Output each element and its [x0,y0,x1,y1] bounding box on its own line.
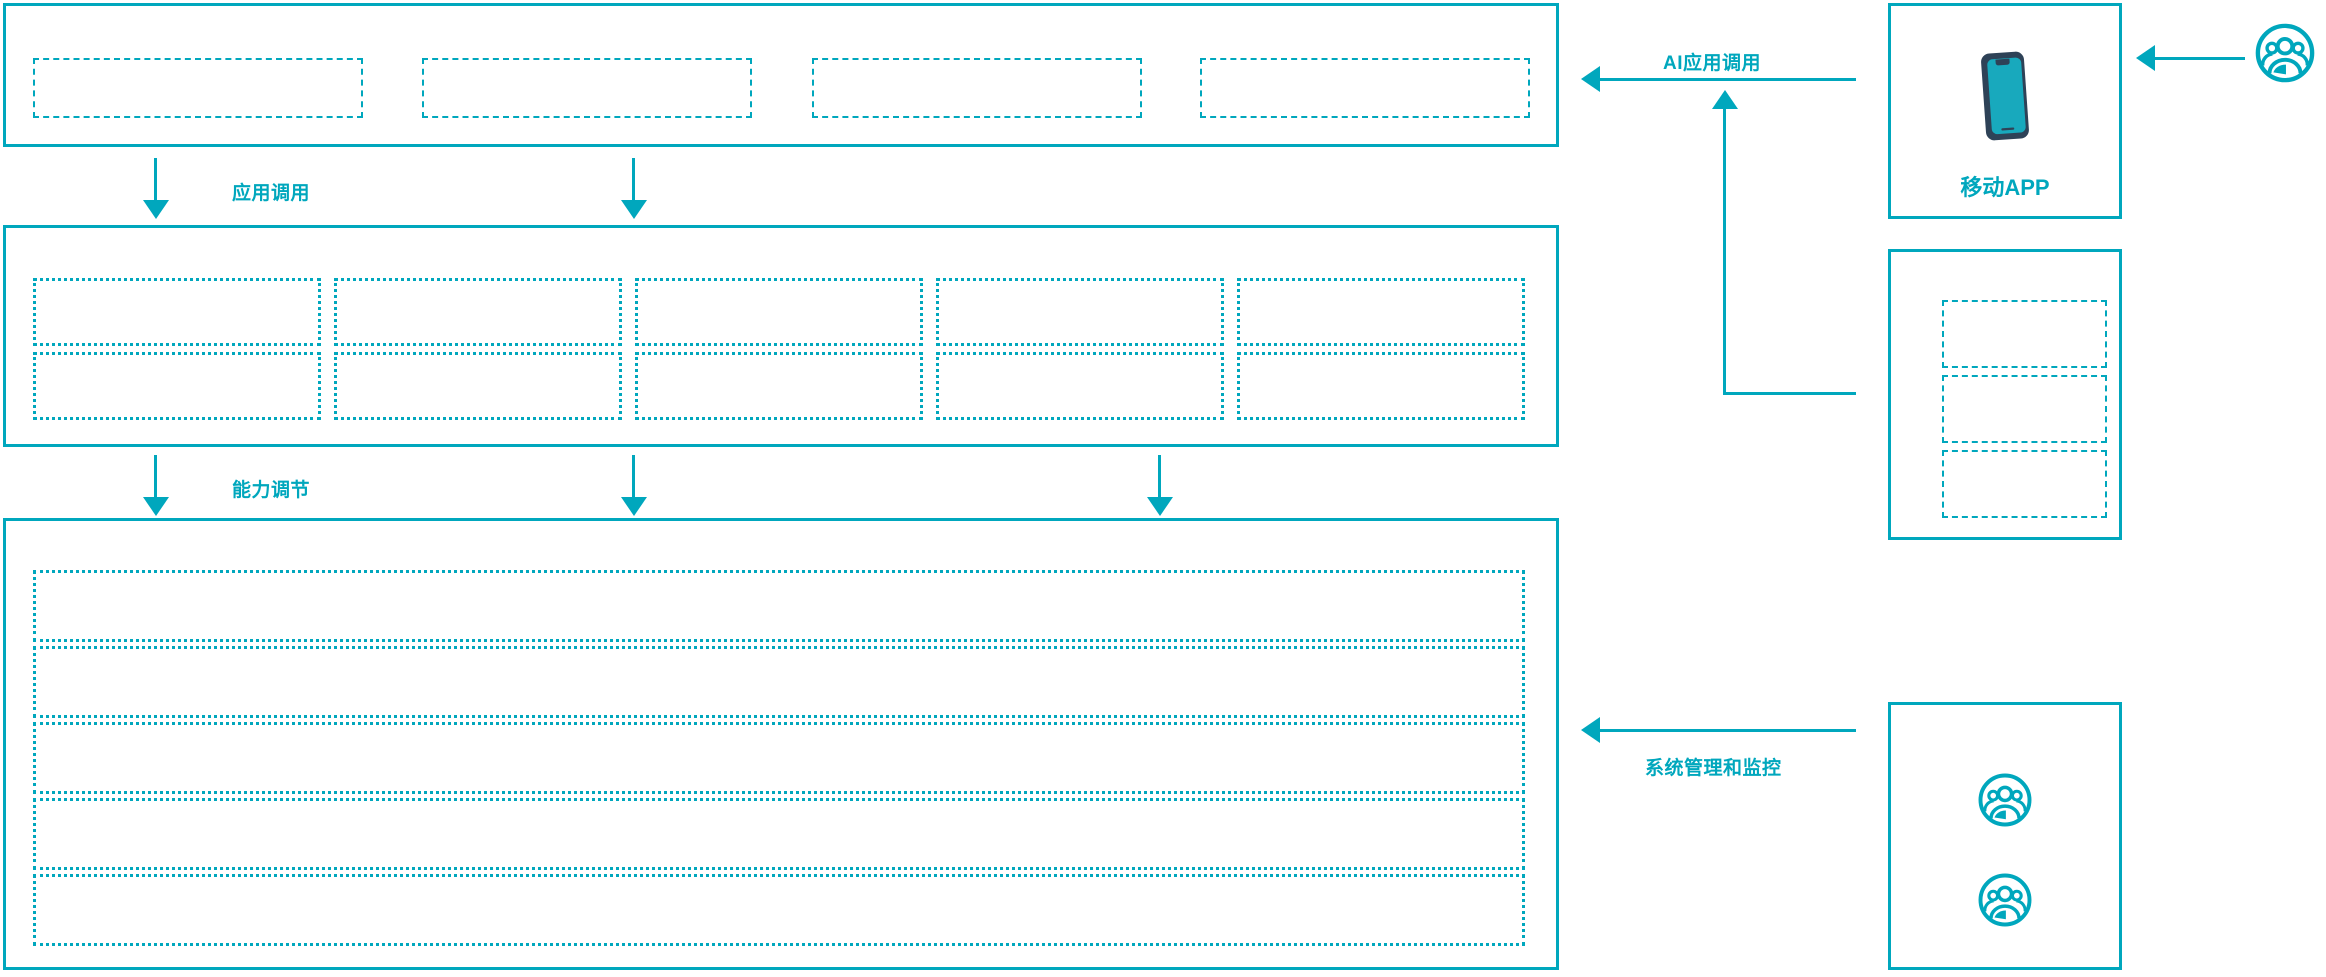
operator-1-icon [1977,772,2033,828]
cap-box-r2c5[interactable] [1237,352,1525,420]
app-box-4[interactable] [1200,58,1530,118]
capability-adjust-arrow-head-3 [1147,497,1173,516]
capability-adjust-arrow-line-2 [632,455,635,501]
channel-row-1[interactable] [1942,300,2107,368]
ai-app-call-riser-head [1712,90,1738,109]
user-group-icon-svg [2255,23,2315,83]
ai-app-call-arrow-line [1600,78,1856,81]
app-box-3[interactable] [812,58,1142,118]
cap-box-r2c1[interactable] [33,352,321,420]
user-group-icon-svg [1978,873,2032,927]
mobile-app-caption: 移动APP [1960,175,2050,200]
end-user-arrow-head [2136,45,2155,71]
infra-strip-2[interactable] [33,646,1525,718]
ai-app-call-arrow-head [1581,66,1600,92]
operations-panel[interactable] [1888,702,2122,970]
capability-adjust-arrow-head-2 [621,497,647,516]
application-layer [3,3,1559,147]
system-manage-arrow-line [1600,729,1856,732]
channel-row-2[interactable] [1942,375,2107,443]
end-user-icon [2254,22,2316,84]
capability-adjust-arrow-head-1 [143,497,169,516]
capability-layer [3,225,1559,447]
cap-box-r1c2[interactable] [334,278,622,346]
cap-box-r1c3[interactable] [635,278,923,346]
system-manage-label: 系统管理和监控 [1645,758,1782,779]
channel-panel[interactable] [1888,249,2122,540]
ai-app-call-riser-line [1723,95,1726,395]
ai-app-call-label: AI应用调用 [1663,53,1762,74]
infra-strip-1[interactable] [33,570,1525,642]
capability-adjust-arrow-line-1 [154,455,157,501]
cap-box-r2c3[interactable] [635,352,923,420]
cap-box-r2c4[interactable] [936,352,1224,420]
cap-box-r1c1[interactable] [33,278,321,346]
capability-adjust-arrow-line-3 [1158,455,1161,501]
cap-box-r1c5[interactable] [1237,278,1525,346]
cap-box-r2c2[interactable] [334,352,622,420]
app-call-arrow-line-1 [154,158,157,204]
capability-adjust-label: 能力调节 [232,480,311,501]
channel-row-3[interactable] [1942,450,2107,518]
mobile-phone-icon [1968,48,2042,144]
app-box-1[interactable] [33,58,363,118]
app-call-arrow-head-2 [621,200,647,219]
app-call-arrow-line-2 [632,158,635,204]
infra-strip-3[interactable] [33,722,1525,794]
operator-2-icon [1977,872,2033,928]
system-manage-arrow-head [1581,717,1600,743]
cap-box-r1c4[interactable] [936,278,1224,346]
infrastructure-layer [3,518,1559,970]
infra-strip-5[interactable] [33,874,1525,946]
mobile-phone-icon-svg [1981,51,2029,141]
user-group-icon-svg [1978,773,2032,827]
end-user-arrow-line [2155,57,2245,60]
app-call-label: 应用调用 [232,183,311,204]
ai-app-call-connector-line [1723,392,1856,395]
infra-strip-4[interactable] [33,798,1525,870]
app-box-2[interactable] [422,58,752,118]
app-call-arrow-head-1 [143,200,169,219]
